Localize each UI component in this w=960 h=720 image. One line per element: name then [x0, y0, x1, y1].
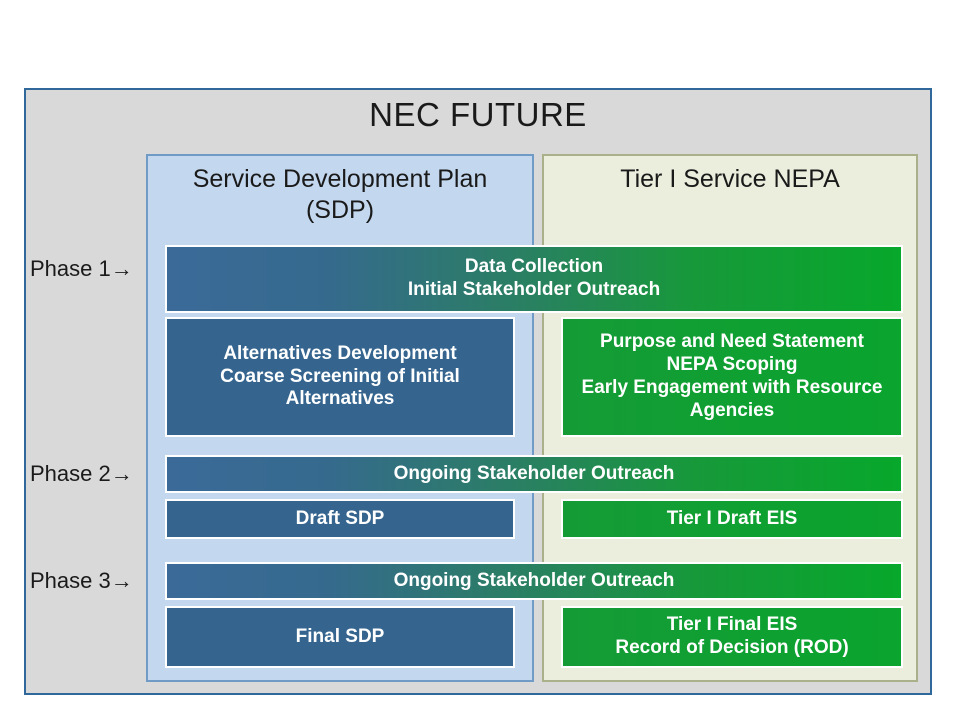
arrow-right-icon: → [110, 256, 133, 281]
column-header-sdp-line1: Service Development Plan [192, 165, 488, 193]
box-purpose-need-line3: Early Engagement with Resource [581, 377, 883, 398]
box-tier-i-draft-eis: Tier I Draft EIS [561, 499, 903, 539]
column-header-sdp: Service Development Plan (SDP) [148, 164, 532, 225]
box-ongoing-stakeholder-outreach-phase2: Ongoing Stakeholder Outreach [165, 455, 903, 493]
box-final-sdp: Final SDP [165, 606, 515, 668]
phase-label-1: Phase 1→ [30, 256, 133, 282]
box-alternatives-development: Alternatives Development Coarse Screenin… [165, 317, 515, 437]
box-draft-sdp-line1: Draft SDP [295, 507, 385, 529]
phase-label-3: Phase 3→ [30, 568, 133, 594]
box-purpose-and-need: Purpose and Need Statement NEPA Scoping … [561, 317, 903, 437]
box-ongoing-phase2-line1: Ongoing Stakeholder Outreach [393, 462, 675, 484]
box-alternatives-line3: Alternatives [285, 388, 395, 410]
box-tier-i-final-eis: Tier I Final EIS Record of Decision (ROD… [561, 606, 903, 668]
box-final-eis-line1: Tier I Final EIS [666, 614, 798, 636]
box-final-eis-line2: Record of Decision (ROD) [615, 637, 849, 658]
box-purpose-need-line2: NEPA Scoping [666, 354, 798, 376]
column-header-nepa: Tier I Service NEPA [544, 164, 916, 195]
box-draft-eis-line1: Tier I Draft EIS [666, 507, 798, 529]
box-data-collection: Data Collection Initial Stakeholder Outr… [165, 245, 903, 313]
page-title: NEC FUTURE [369, 96, 587, 133]
box-ongoing-stakeholder-outreach-phase3: Ongoing Stakeholder Outreach [165, 562, 903, 600]
arrow-right-icon: → [110, 568, 133, 593]
box-final-sdp-line1: Final SDP [295, 625, 385, 647]
phase-label-3-text: Phase 3 [30, 568, 111, 593]
box-data-collection-line1: Data Collection [464, 256, 604, 278]
phase-label-2-text: Phase 2 [30, 461, 111, 486]
box-alternatives-line1: Alternatives Development [223, 342, 457, 364]
box-draft-sdp: Draft SDP [165, 499, 515, 539]
column-header-nepa-line1: Tier I Service NEPA [620, 165, 840, 193]
box-purpose-need-line1: Purpose and Need Statement [600, 331, 864, 353]
phase-label-2: Phase 2→ [30, 461, 133, 487]
box-alternatives-line2: Coarse Screening of Initial [220, 365, 460, 387]
box-data-collection-line2: Initial Stakeholder Outreach [407, 279, 661, 300]
box-ongoing-phase3-line1: Ongoing Stakeholder Outreach [393, 569, 675, 591]
column-header-sdp-line2: (SDP) [305, 195, 375, 224]
arrow-right-icon: → [110, 461, 133, 486]
box-purpose-need-line4: Agencies [689, 399, 775, 421]
phase-label-1-text: Phase 1 [30, 256, 111, 281]
